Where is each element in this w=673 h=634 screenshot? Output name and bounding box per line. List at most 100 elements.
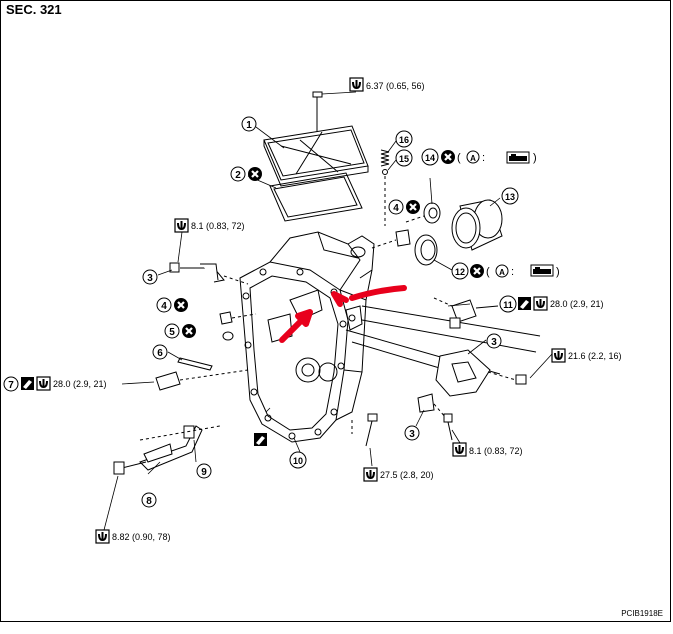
- torque-bracket-bolt: 8.1 (0.83, 72): [469, 446, 523, 456]
- top-bolt: [312, 91, 323, 132]
- plug-7-leader: [121, 381, 155, 385]
- torque-right-bolt: 21.6 (2.2, 16): [568, 351, 622, 361]
- leader-lines: [147, 126, 501, 475]
- plug-4-upper: [371, 229, 411, 249]
- svg-text:A: A: [499, 268, 505, 277]
- callout-6: 6: [152, 344, 168, 360]
- callout-3-bottom: 3: [404, 425, 420, 441]
- torque-labels: 6.37 (0.65, 56) 8.1 (0.83, 72) 28.0 (2.9…: [53, 81, 622, 542]
- top-cover: [263, 125, 369, 187]
- svg-text::: :: [482, 152, 485, 164]
- torque-bottom-bolt: 27.5 (2.8, 20): [380, 470, 434, 480]
- svg-text:8: 8: [146, 496, 152, 507]
- svg-text:9: 9: [201, 467, 207, 478]
- svg-text:16: 16: [399, 135, 409, 145]
- svg-text:13: 13: [505, 192, 515, 202]
- plug-7: [155, 369, 249, 391]
- release-lever: [113, 425, 221, 475]
- callout-7: 7: [3, 376, 19, 392]
- torque-wrench-icon: [36, 376, 51, 391]
- washer-5: [222, 331, 234, 341]
- svg-text:4: 4: [393, 203, 399, 214]
- svg-text:(: (: [486, 266, 490, 278]
- discard-x-icon: [246, 165, 264, 183]
- callout-3-left: 3: [142, 269, 158, 285]
- grease-marks: ( A : ) ( A : ): [457, 150, 560, 278]
- bearing-13: [451, 199, 503, 251]
- oil-seal-14: [405, 202, 441, 224]
- svg-text:3: 3: [491, 337, 497, 348]
- oil-seal-12: [414, 234, 438, 266]
- torque-wrench-icon: [349, 77, 364, 92]
- sealant-icon: [254, 433, 267, 446]
- callout-16: 16: [395, 130, 413, 148]
- callout-13: 13: [501, 187, 519, 205]
- svg-text:11: 11: [503, 300, 513, 310]
- callout-8: 8: [141, 492, 157, 508]
- icon-layer: [21, 77, 566, 544]
- bottom-bolt-leader: [369, 447, 373, 467]
- callout-9: 9: [196, 463, 212, 479]
- transmission-case: [239, 231, 375, 443]
- svg-text:2: 2: [235, 170, 241, 181]
- torque-wrench-icon: [452, 442, 467, 457]
- svg-text:): ): [533, 152, 537, 164]
- callout-3-right: 3: [486, 333, 502, 349]
- callout-1: 1: [241, 116, 257, 132]
- svg-text:6: 6: [157, 348, 163, 359]
- top-bolt-leader: [321, 91, 357, 95]
- svg-text:10: 10: [293, 456, 303, 466]
- right-bolt-leader: [529, 353, 553, 379]
- svg-text:15: 15: [399, 154, 409, 164]
- svg-text:7: 7: [8, 380, 14, 391]
- pivot-bolt-leader: [103, 475, 119, 531]
- gasket: [269, 172, 363, 222]
- svg-text:12: 12: [455, 267, 465, 277]
- discard-x-icon: [468, 262, 486, 280]
- callout-11: 11: [499, 295, 517, 313]
- torque-plug-7: 28.0 (2.9, 21): [53, 379, 107, 389]
- callout-12: 12: [451, 262, 469, 280]
- pin-6: [177, 357, 213, 371]
- svg-text:5: 5: [169, 327, 175, 338]
- bracket-bottom: [417, 393, 453, 441]
- left-bolt-leader: [177, 231, 183, 263]
- bracket-right: [435, 349, 527, 397]
- callout-4-lower: 4: [156, 297, 172, 313]
- discard-x-icon: [404, 198, 422, 216]
- switch: [433, 297, 499, 329]
- grease-icon: [506, 151, 530, 164]
- svg-text:1: 1: [246, 120, 252, 131]
- discard-x-icon: [180, 322, 198, 340]
- torque-top: 6.37 (0.65, 56): [366, 81, 425, 91]
- torque-switch: 28.0 (2.9, 21): [550, 299, 604, 309]
- callout-15: 15: [395, 149, 413, 167]
- bottom-bolt: [351, 413, 378, 447]
- sealant-icon: [21, 377, 34, 390]
- svg-text:(: (: [457, 152, 461, 164]
- svg-text::: :: [511, 266, 514, 278]
- torque-wrench-icon: [363, 467, 378, 482]
- callout-5: 5: [164, 323, 180, 339]
- svg-text:): ): [556, 266, 560, 278]
- svg-text:3: 3: [409, 429, 415, 440]
- figure-code: PCIB1918E: [621, 609, 663, 618]
- torque-wrench-icon: [95, 529, 110, 544]
- discard-x-icon: [439, 148, 457, 166]
- callout-4-upper: 4: [388, 199, 404, 215]
- torque-wrench-icon: [533, 296, 548, 311]
- section-heading: SEC. 321: [6, 2, 62, 17]
- callout-2: 2: [230, 166, 246, 182]
- torque-left-bolt: 8.1 (0.83, 72): [191, 221, 245, 231]
- sealant-icon: [518, 297, 531, 310]
- bracket-left: [169, 262, 249, 285]
- torque-wrench-icon: [551, 348, 566, 363]
- plug-4-lower: [219, 311, 257, 325]
- highlight-arrows: [279, 285, 407, 343]
- torque-pivot-bolt: 8.82 (0.90, 78): [112, 532, 171, 542]
- spring-16: [380, 149, 390, 226]
- svg-text:4: 4: [161, 301, 167, 312]
- red-arrow-upper: [349, 285, 407, 301]
- svg-text:3: 3: [147, 273, 153, 284]
